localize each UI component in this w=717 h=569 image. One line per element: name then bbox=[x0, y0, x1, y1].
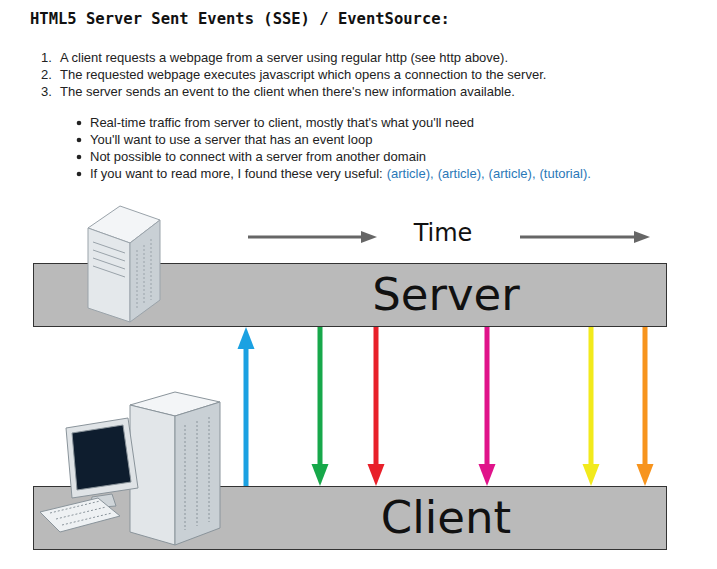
bullet-item: Real-time traffic from server to client,… bbox=[90, 115, 474, 130]
event-arrow bbox=[479, 327, 496, 486]
arrow-head bbox=[312, 464, 329, 486]
bullet-dot bbox=[77, 155, 82, 160]
keyboard-keys bbox=[56, 507, 106, 519]
arrow-head bbox=[368, 464, 385, 486]
arrow-head bbox=[238, 327, 255, 349]
page-title: HTML5 Server Sent Events (SSE) / EventSo… bbox=[30, 9, 450, 29]
arrow-shaft bbox=[643, 327, 648, 468]
pc-tower-side bbox=[175, 402, 220, 545]
time-arrow-line bbox=[520, 236, 636, 239]
time-arrows bbox=[248, 231, 650, 243]
time-arrow-head bbox=[634, 231, 650, 243]
arrow-shaft bbox=[374, 327, 379, 468]
arrow-shaft bbox=[589, 327, 594, 468]
server-tower-icon bbox=[88, 206, 160, 322]
keyboard-keys bbox=[50, 501, 100, 513]
pc-tower-grille bbox=[209, 417, 210, 522]
time-arrow-head bbox=[361, 231, 377, 243]
list-item: A client requests a webpage from a serve… bbox=[60, 50, 508, 65]
keyboard-keys bbox=[62, 513, 112, 525]
bullet-dot bbox=[77, 121, 82, 126]
tower-grille bbox=[151, 239, 152, 300]
band-label: Client bbox=[381, 492, 511, 544]
arrow-head bbox=[637, 464, 654, 486]
list-item: The server sends an event to the client … bbox=[60, 84, 515, 99]
arrow-shaft bbox=[318, 327, 323, 468]
list-number: 1. bbox=[41, 50, 52, 65]
pc-tower-front bbox=[130, 405, 175, 545]
time-arrow-line bbox=[248, 236, 363, 239]
pc-tower-grille bbox=[185, 425, 186, 530]
list-item: The requested webpage executes javascrip… bbox=[60, 67, 546, 82]
tower-side bbox=[130, 220, 160, 322]
tower-grille bbox=[144, 245, 145, 305]
event-arrow bbox=[312, 327, 329, 486]
band-label: Server bbox=[372, 269, 520, 321]
link-text: (article), bbox=[438, 166, 485, 181]
tower-front bbox=[88, 228, 130, 322]
pc-tower-grille bbox=[197, 421, 198, 526]
bullet-dots bbox=[77, 121, 82, 177]
tower-bay bbox=[93, 266, 125, 277]
link-text: (tutorial). bbox=[540, 166, 591, 181]
event-arrow bbox=[238, 327, 255, 486]
arrow-shaft bbox=[244, 345, 249, 486]
keyboard bbox=[40, 498, 120, 532]
timeline-band: Client bbox=[33, 486, 667, 550]
event-arrow bbox=[583, 327, 600, 486]
arrow-head bbox=[583, 464, 600, 486]
bullet-item: Not possible to connect with a server fr… bbox=[90, 149, 426, 164]
bullet-dot bbox=[77, 172, 82, 177]
tower-grille bbox=[137, 250, 138, 310]
bullet-item: If you want to read more, I found these … bbox=[90, 166, 383, 181]
monitor-screen bbox=[72, 425, 131, 490]
list-number: 2. bbox=[41, 67, 52, 82]
event-arrow bbox=[637, 327, 654, 486]
client-computer-icon bbox=[40, 392, 220, 545]
event-arrow bbox=[368, 327, 385, 486]
bullet-item: You'll want to use a server that has an … bbox=[90, 132, 372, 147]
list-number: 3. bbox=[41, 84, 52, 99]
axis-label: Time bbox=[414, 219, 473, 247]
arrow-shaft bbox=[485, 327, 490, 468]
link-text: (article), bbox=[387, 166, 434, 181]
arrow-head bbox=[479, 464, 496, 486]
bullet-dot bbox=[77, 138, 82, 143]
monitor-body bbox=[66, 418, 138, 498]
link-text: (article), bbox=[489, 166, 536, 181]
